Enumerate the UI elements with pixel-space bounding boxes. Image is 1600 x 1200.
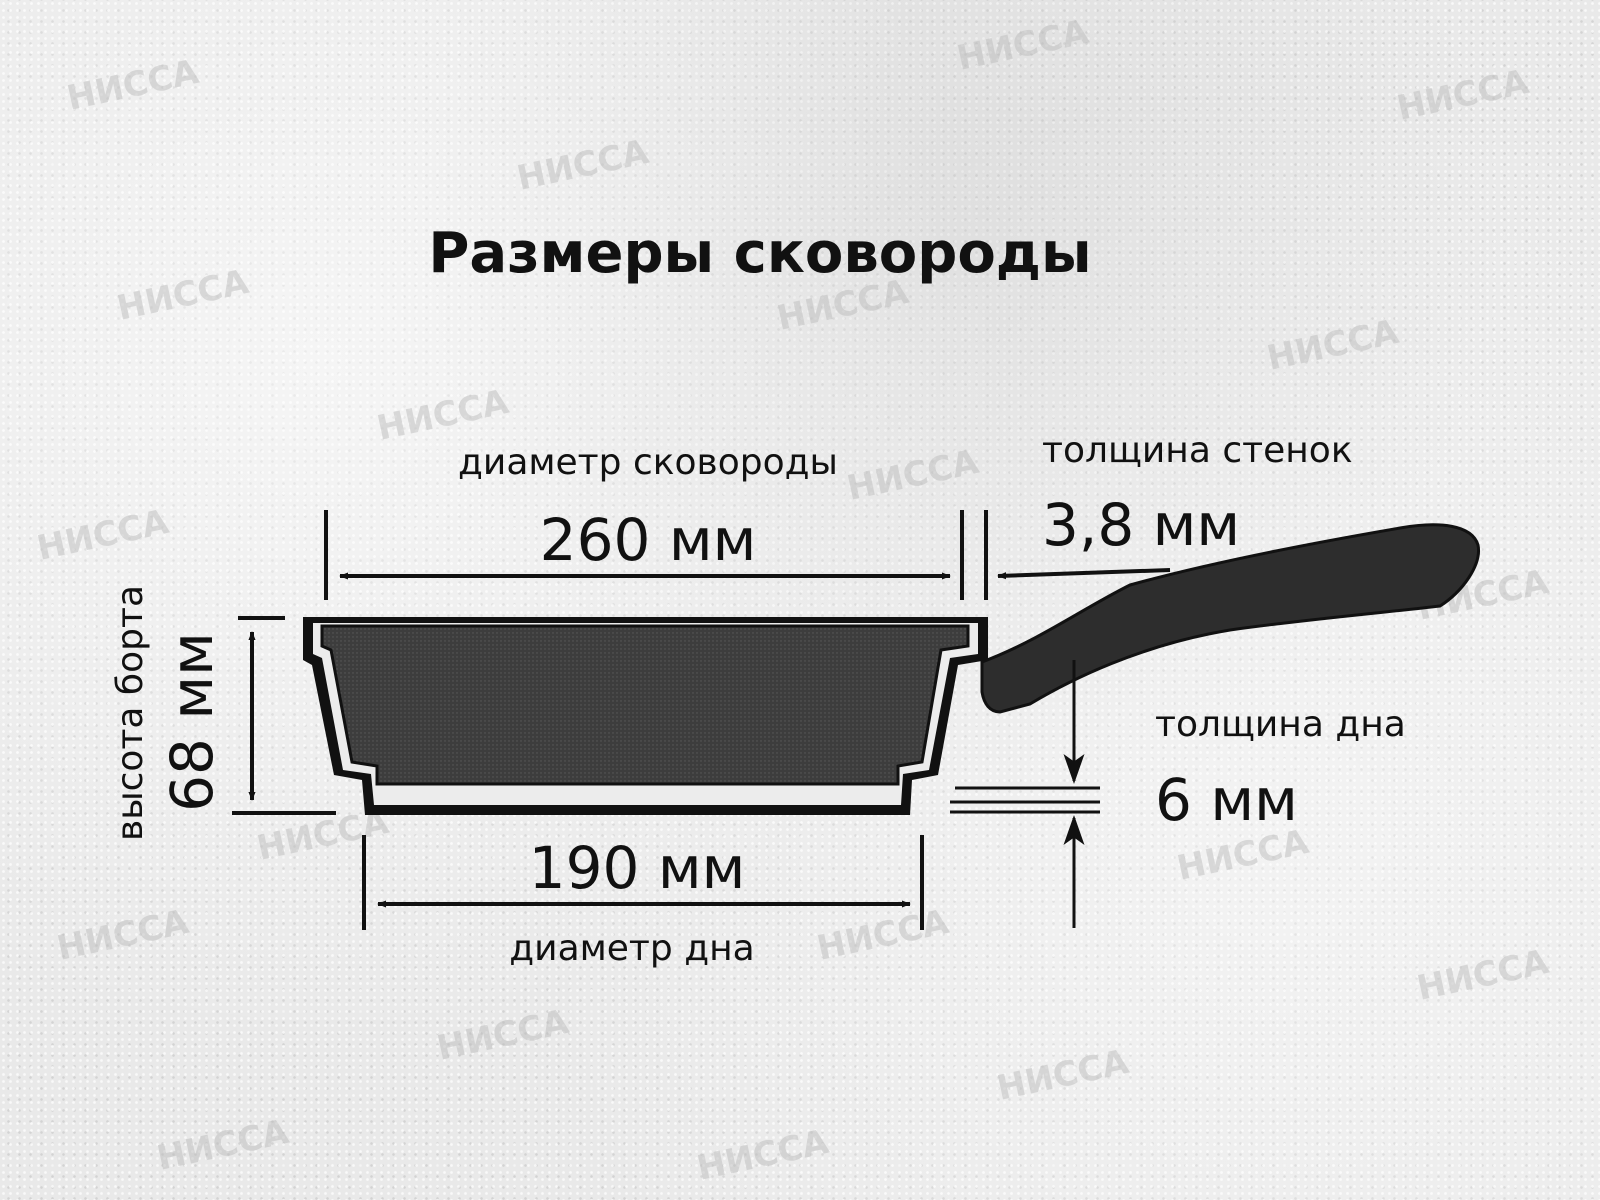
side-height-dimension: высота борта 68 мм xyxy=(110,585,336,841)
watermark: НИССА xyxy=(374,382,513,449)
pan-handle xyxy=(980,523,1480,714)
watermark: НИССА xyxy=(114,262,253,329)
top-diameter-label: диаметр сковороды xyxy=(458,442,838,483)
bottom-diameter-label: диаметр дна xyxy=(509,928,754,969)
wall-thickness-dimension: толщина стенок 3,8 мм xyxy=(997,430,1353,580)
watermark: НИССА xyxy=(954,12,1093,79)
wall-thickness-label: толщина стенок xyxy=(1042,430,1353,471)
bottom-thickness-value: 6 мм xyxy=(1155,766,1298,834)
watermark: НИССА xyxy=(814,902,953,969)
watermark: НИССА xyxy=(1394,62,1533,129)
watermark: НИССА xyxy=(1414,942,1553,1009)
bottom-diameter-value: 190 мм xyxy=(529,834,746,902)
bottom-diameter-dimension: 190 мм диаметр дна xyxy=(362,834,924,969)
wall-thickness-value: 3,8 мм xyxy=(1042,491,1240,559)
watermark: НИССА xyxy=(434,1002,573,1069)
watermark: НИССА xyxy=(1264,312,1403,379)
watermark: НИССА xyxy=(844,442,983,509)
bottom-thickness-label: толщина дна xyxy=(1155,704,1406,745)
diagram-title: Размеры сковороды xyxy=(428,221,1091,286)
watermark: НИССА xyxy=(154,1112,293,1179)
dimension-arrow xyxy=(997,568,1171,580)
watermark: НИССА xyxy=(514,132,653,199)
top-diameter-value: 260 мм xyxy=(540,506,757,574)
watermark: НИССА xyxy=(64,52,203,119)
pan-interior xyxy=(320,624,970,786)
watermark: НИССА xyxy=(694,1122,833,1189)
watermark: НИССА xyxy=(54,902,193,969)
bottom-thickness-dimension: толщина дна 6 мм xyxy=(950,660,1406,928)
watermark: НИССА xyxy=(34,502,173,569)
side-height-value: 68 мм xyxy=(158,632,226,812)
top-diameter-dimension: диаметр сковороды 260 мм xyxy=(324,442,988,600)
watermark: НИССА xyxy=(994,1042,1133,1109)
side-height-label: высота борта xyxy=(110,585,151,841)
